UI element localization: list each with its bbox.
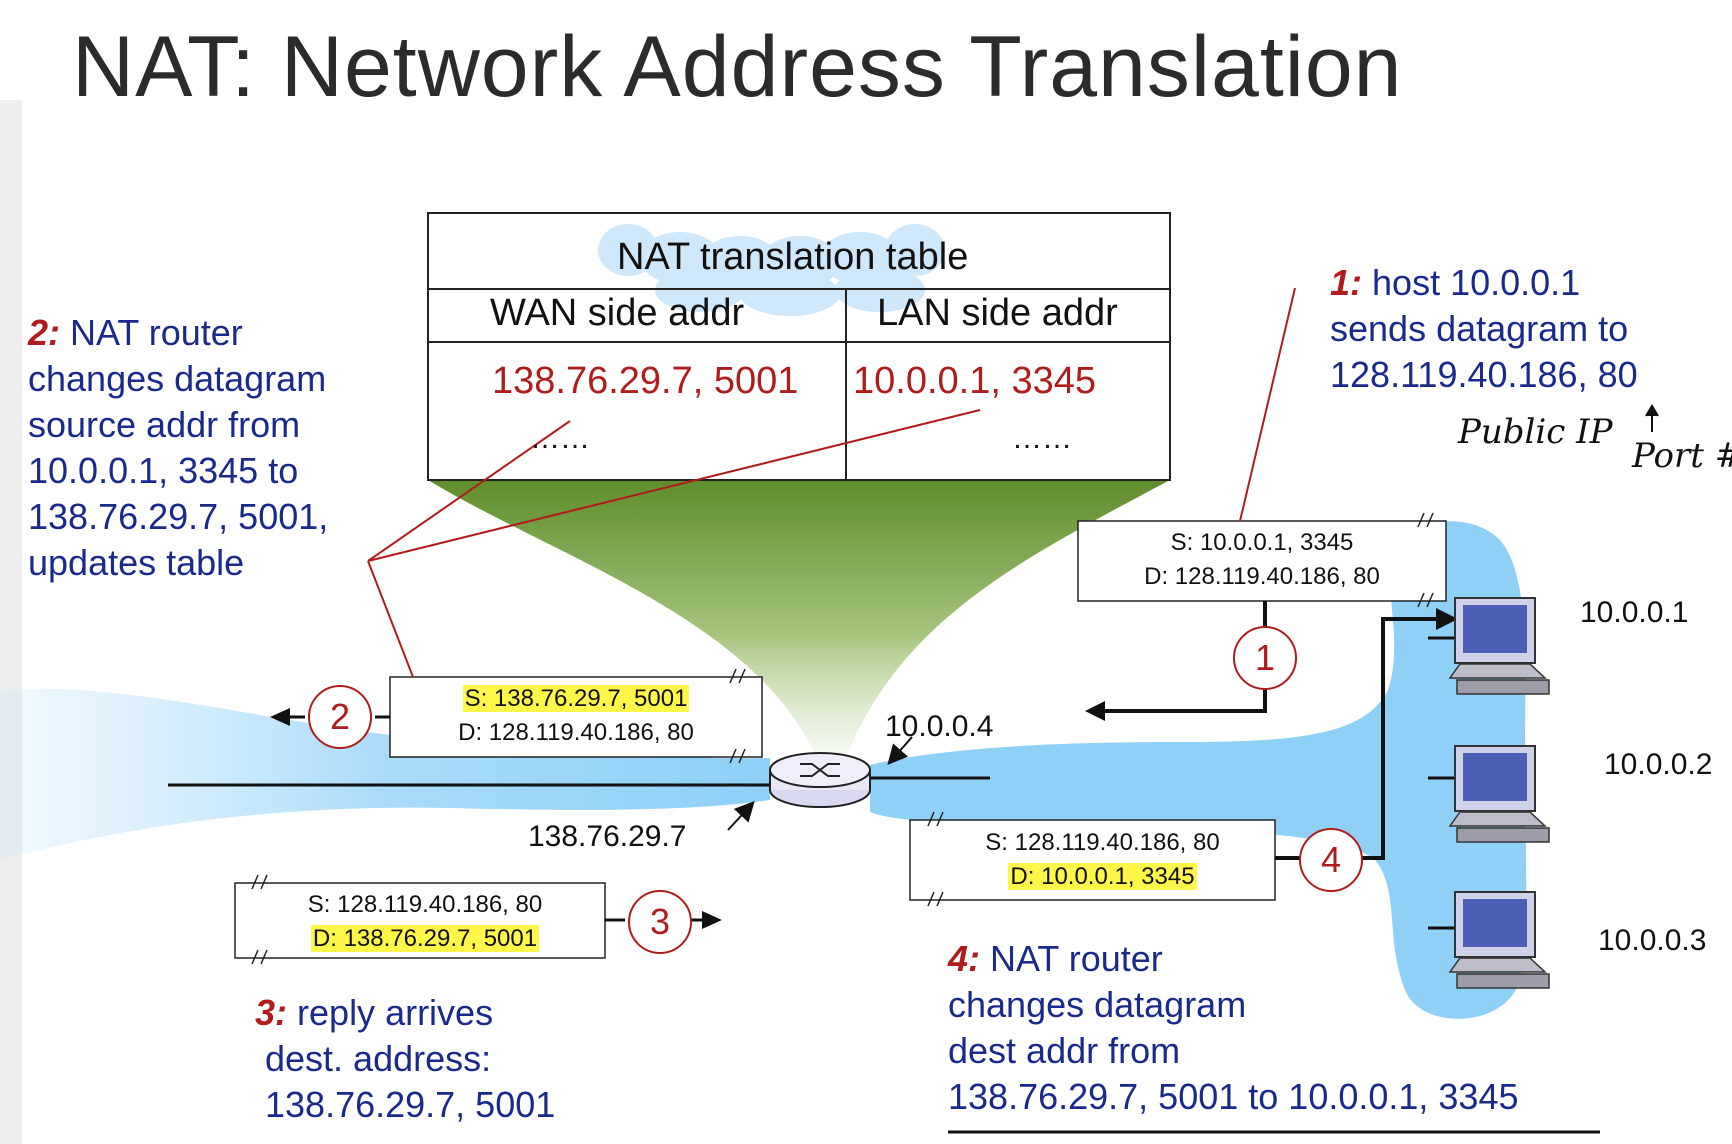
packet-4-destination: D: 10.0.0.1, 3345 (1008, 863, 1197, 890)
handwritten-port: Port # (1632, 436, 1732, 476)
packet-1-text: S: 10.0.0.1, 3345 D: 128.119.40.186, 80 (1078, 526, 1446, 594)
step-3-line-3: 138.76.29.7, 5001 (265, 1084, 556, 1125)
packet-4-text: S: 128.119.40.186, 80 D: 10.0.0.1, 3345 (930, 826, 1275, 894)
step-4-line-4: 138.76.29.7, 5001 to 10.0.0.1, 3345 (948, 1076, 1519, 1117)
step-2-number: 2: (28, 312, 61, 353)
step-4-note: 4: NAT router changes datagram dest addr… (948, 936, 1519, 1120)
packet-1-source: S: 10.0.0.1, 3345 (1170, 529, 1354, 556)
page-edge-shade (0, 100, 22, 1144)
step-2-line-2: changes datagram (28, 358, 327, 399)
packet-3-source: S: 128.119.40.186, 80 (307, 891, 543, 918)
handwritten-arrow-icon (1645, 404, 1659, 432)
step-4-line-1: NAT router (990, 938, 1163, 979)
nat-table-lan-value: 10.0.0.1, 3345 (853, 360, 1096, 402)
step1-flow (1095, 690, 1267, 713)
packet-4-source: S: 128.119.40.186, 80 (985, 829, 1220, 856)
nat-table-funnel (428, 480, 1170, 765)
step-3-line-1: reply arrives (297, 992, 494, 1033)
host-3-address: 10.0.0.3 (1598, 924, 1707, 957)
nat-table-lan-header: LAN side addr (877, 292, 1118, 334)
step-1-line-1: host 10.0.0.1 (1372, 262, 1581, 303)
nat-table-wan-value: 138.76.29.7, 5001 (492, 360, 799, 402)
step-1-circle: 1 (1233, 626, 1297, 690)
wan-cloud (0, 688, 770, 860)
step-4-number: 4: (948, 938, 981, 979)
router-lan-address: 10.0.0.4 (885, 710, 994, 743)
step-3-line-2: dest. address: (265, 1038, 492, 1079)
nat-table-frame (427, 212, 1171, 481)
host-3-computer-icon (1448, 891, 1550, 989)
step4-flow (1360, 617, 1440, 860)
packet-1-box (1077, 520, 1447, 602)
step-1-line-3: 128.119.40.186, 80 (1330, 354, 1638, 395)
step-3-circle: 3 (628, 890, 692, 954)
packet-2-text: S: 138.76.29.7, 5001 D: 128.119.40.186, … (390, 682, 762, 750)
step3-arrow-head (702, 911, 722, 929)
router-wan-address: 138.76.29.7 (528, 820, 687, 853)
packet-1-destination: D: 128.119.40.186, 80 (1144, 563, 1380, 590)
step-2-circle: 2 (308, 685, 372, 749)
step-1-line-2: sends datagram to (1330, 308, 1629, 349)
step-2-line-3: source addr from (28, 404, 301, 445)
step2-arrow-head (270, 708, 290, 726)
page-title: NAT: Network Address Translation (72, 19, 1403, 115)
step1-arrow-head (1085, 701, 1105, 721)
step-2-note: 2: NAT router changes datagram source ad… (28, 310, 328, 586)
host-2-computer-icon (1448, 745, 1550, 843)
packet-2-destination: D: 128.119.40.186, 80 (458, 719, 694, 746)
host-2-address: 10.0.0.2 (1604, 748, 1713, 781)
step-2-line-5: 138.76.29.7, 5001, (28, 496, 329, 537)
packet-3-destination: D: 138.76.29.7, 5001 (310, 925, 540, 952)
packet-2-source: S: 138.76.29.7, 5001 (462, 685, 690, 712)
router-icon (769, 752, 871, 808)
lan-cloud (870, 521, 1527, 1019)
packet-3-text: S: 128.119.40.186, 80 D: 138.76.29.7, 50… (255, 888, 595, 956)
callout-lines (367, 287, 1296, 678)
step-4-line-2: changes datagram (948, 984, 1247, 1025)
step-3-number: 3: (255, 992, 288, 1033)
nat-table-wan-header: WAN side addr (490, 292, 745, 334)
router-wan-pointer (727, 801, 755, 831)
step-2-line-6: updates table (28, 542, 245, 583)
host-1-computer-icon (1448, 597, 1550, 695)
step-4-circle: 4 (1299, 828, 1363, 892)
handwritten-public-ip: Public IP (1458, 412, 1613, 452)
router-lan-pointer (887, 736, 913, 766)
step-1-number: 1: (1330, 262, 1363, 303)
nat-table-wan-more: …… (530, 422, 590, 455)
step4-arrow-head (1436, 608, 1458, 630)
step-2-line-4: 10.0.0.1, 3345 to (28, 450, 299, 491)
step-3-note: 3: reply arrives dest. address: 138.76.2… (255, 990, 555, 1128)
nat-table-lan-more: …… (1012, 422, 1072, 455)
step-1-note: 1: host 10.0.0.1 sends datagram to 128.1… (1330, 260, 1638, 398)
packet-break-marks (251, 512, 1434, 965)
host-1-address: 10.0.0.1 (1580, 596, 1689, 629)
step-4-line-3: dest addr from (948, 1030, 1181, 1071)
nat-table-title: NAT translation table (617, 236, 969, 278)
step-2-line-1: NAT router (70, 312, 243, 353)
